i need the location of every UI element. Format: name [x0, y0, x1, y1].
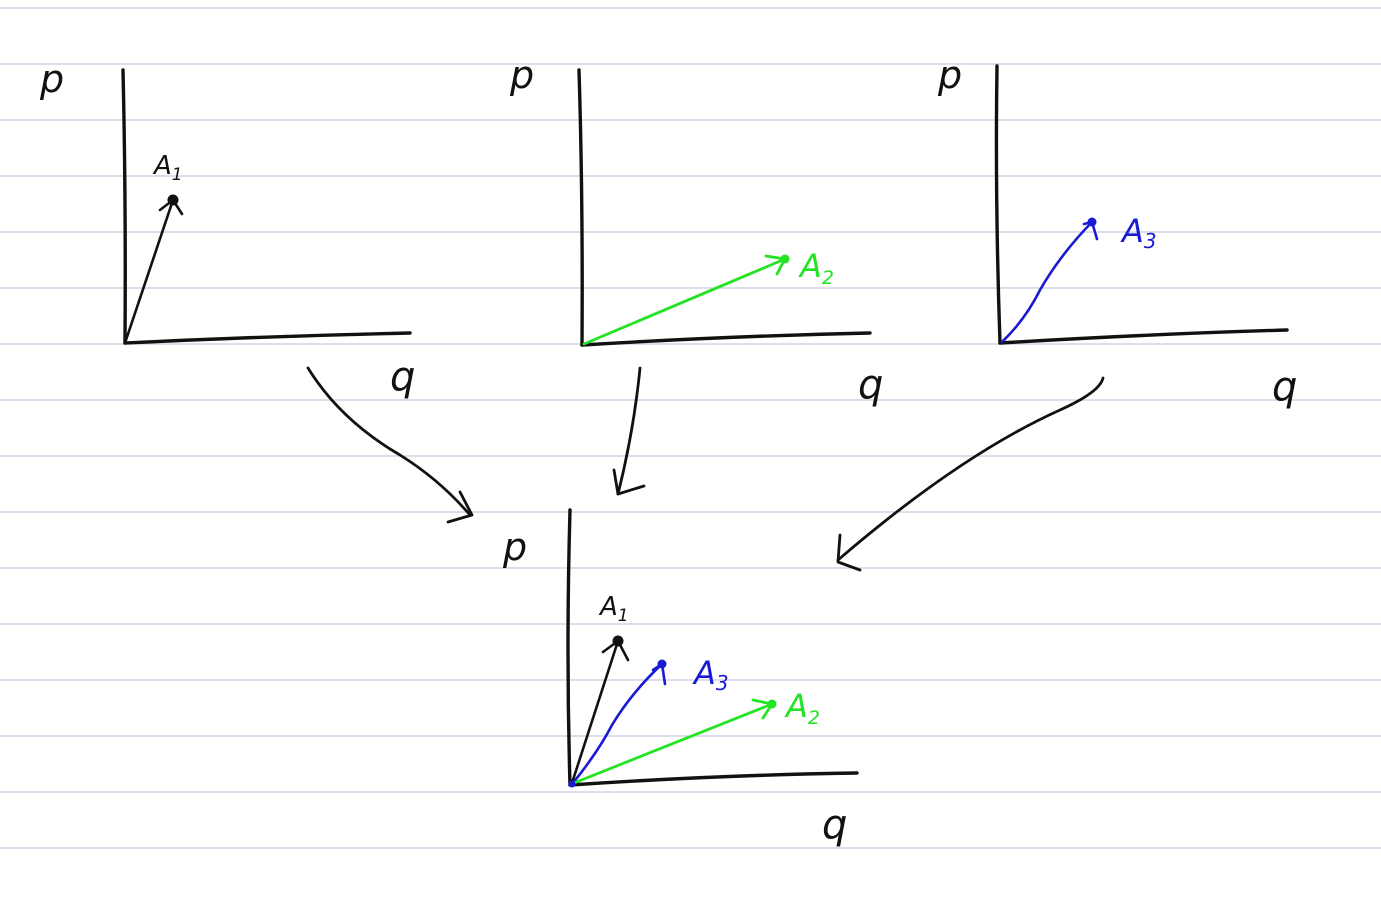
vector-a2-label: A2 [784, 687, 820, 729]
vector-a1-label: A1 [152, 151, 183, 185]
q-axis-label: q [390, 354, 415, 400]
p-axis-label: p [502, 525, 527, 569]
vector-a3-label: A3 [692, 654, 729, 695]
p-axis [566, 508, 572, 787]
vector-a2 [582, 257, 787, 346]
panel-a1: p q A1 [39, 57, 415, 400]
q-axis-label: q [822, 802, 847, 848]
vector-a1 [570, 639, 620, 785]
arrow-from-a2-panel-head [612, 468, 646, 496]
arrow-from-a1-panel-head [446, 490, 474, 524]
p-axis [577, 68, 584, 347]
vector-a1-tip [167, 194, 179, 206]
p-axis [994, 64, 1002, 345]
p-axis-label: p [39, 57, 64, 101]
arrow-from-a3-panel-head [836, 533, 862, 572]
q-axis [580, 331, 872, 347]
vector-a3-tip [1087, 217, 1097, 227]
vector-a2-tip [780, 254, 790, 264]
vector-a3-label: A3 [1120, 212, 1157, 253]
arrow-from-a1-panel [306, 366, 472, 517]
q-axis [568, 771, 859, 787]
origin-dot [568, 780, 576, 788]
vector-a1-tip [612, 635, 624, 647]
vector-a1-label: A1 [598, 592, 629, 626]
arrow-from-a3-panel [836, 376, 1105, 562]
panel-a2: p q A2 [509, 53, 883, 408]
p-axis-label: p [509, 53, 534, 97]
vector-a2-label: A2 [798, 247, 834, 289]
p-axis [121, 68, 127, 345]
vector-a1 [124, 198, 175, 342]
arrow-from-a2-panel [616, 366, 642, 496]
vector-a2 [572, 702, 774, 785]
vector-a2-tip [767, 699, 777, 709]
vector-a3 [1000, 220, 1094, 344]
q-axis-label: q [858, 362, 883, 408]
vector-a3-tip [657, 659, 667, 669]
p-axis-label: p [937, 53, 962, 97]
q-axis [123, 331, 412, 345]
vector-a3 [571, 662, 664, 785]
flow-arrows [306, 366, 1105, 572]
combined-panel: p q A1 A3 A2 [502, 508, 859, 848]
q-axis [998, 328, 1289, 345]
panel-a3: p q A3 [937, 53, 1297, 410]
ruled-lines [0, 7, 1381, 849]
q-axis-label: q [1272, 364, 1297, 410]
